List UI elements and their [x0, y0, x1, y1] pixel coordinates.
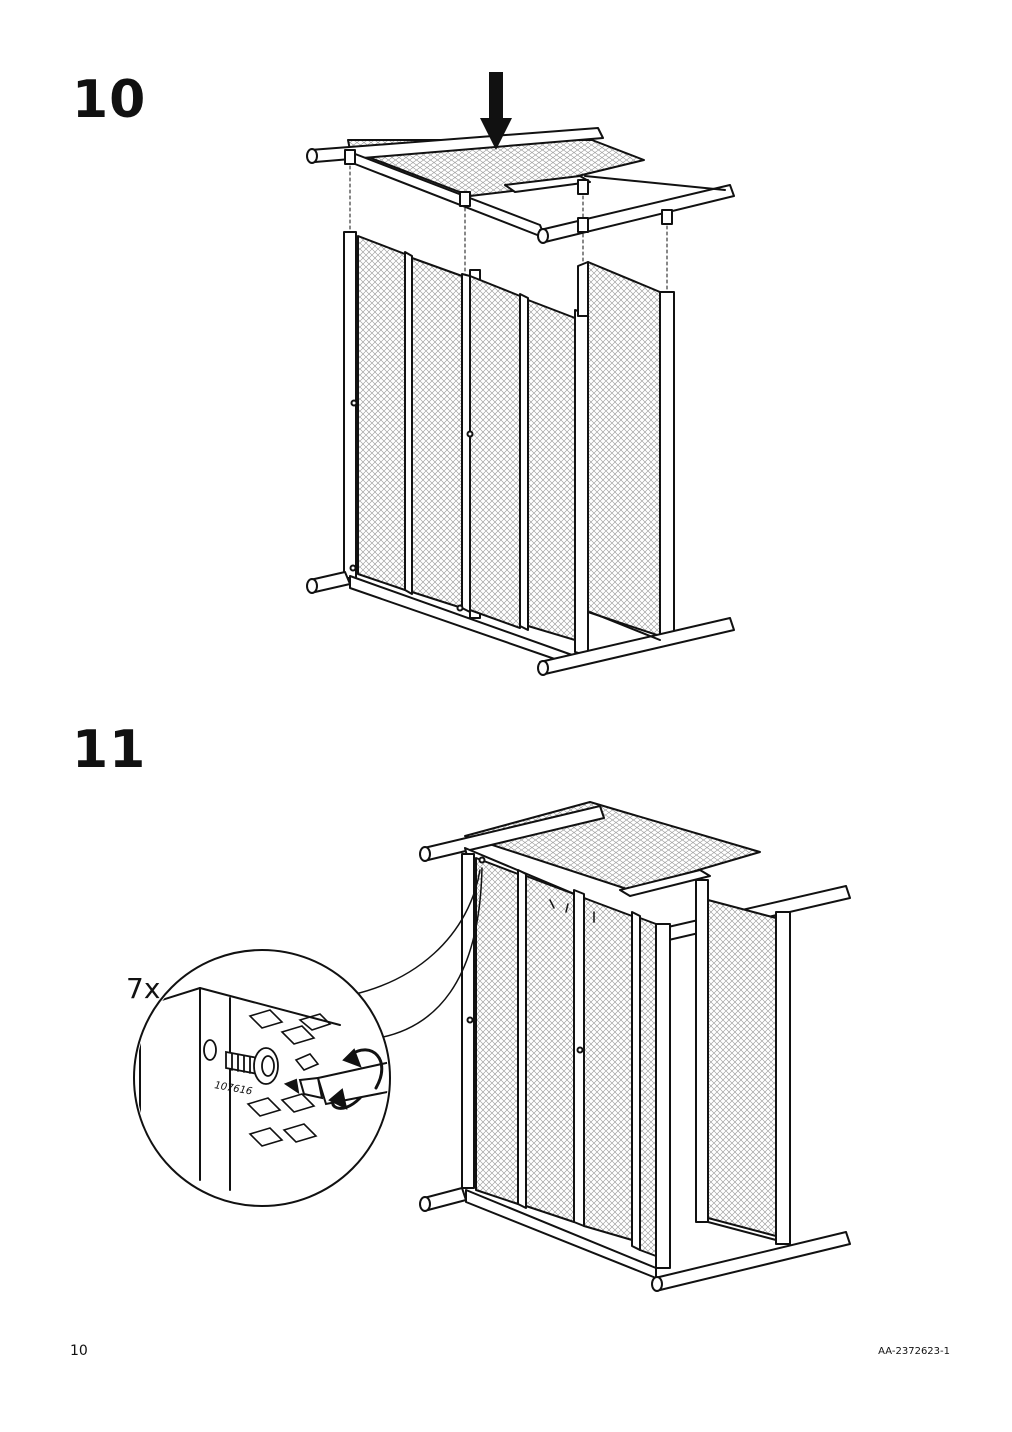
screw-icon: [203, 1039, 279, 1085]
quantity-label: 7x: [126, 972, 160, 1005]
detail-callout: [133, 949, 391, 1207]
down-arrow-icon: [480, 72, 512, 150]
step-11-illustration: 7x 107616: [126, 801, 851, 1292]
step-10-number: 10: [72, 70, 147, 130]
rotate-arrow-icon: [328, 1048, 384, 1110]
step-10-illustration: [306, 72, 735, 676]
document-code: AA-2372623-1: [878, 1346, 950, 1357]
page-number: 10: [70, 1343, 88, 1359]
step-11-number: 11: [72, 720, 147, 780]
